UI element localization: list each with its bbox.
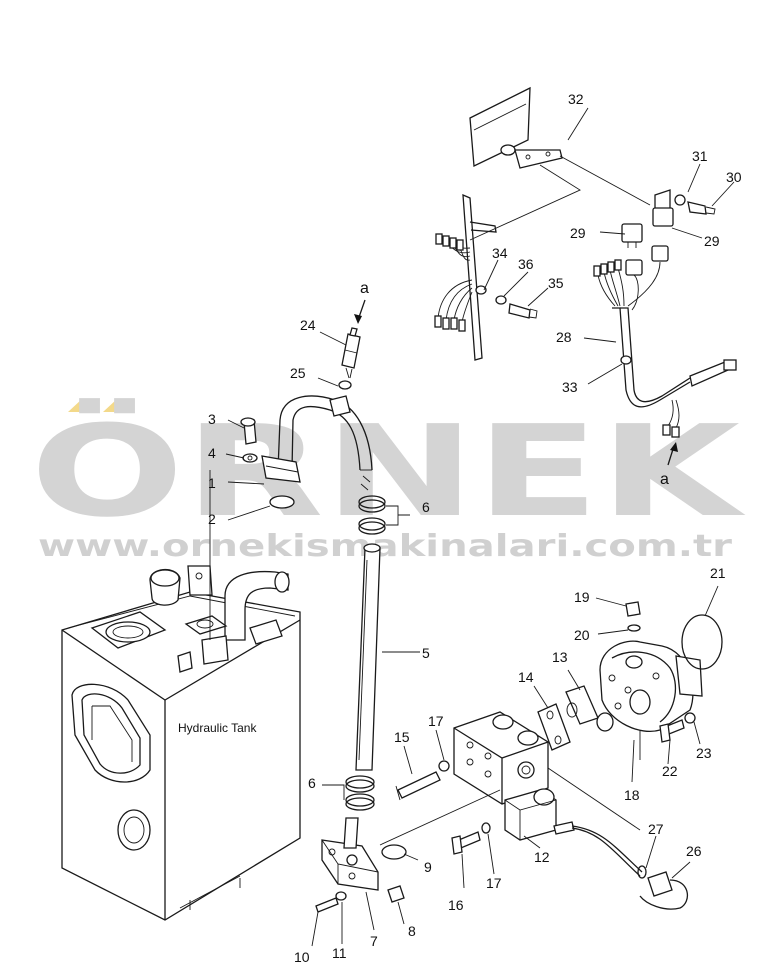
callout-16: 16 <box>448 897 464 913</box>
flange-block-7 <box>315 817 405 913</box>
tank-fittings <box>209 417 295 640</box>
callout-6-lower: 6 <box>308 775 316 791</box>
callout-13: 13 <box>552 649 568 665</box>
pressure-sensor-26 <box>553 821 689 910</box>
callout-35: 35 <box>548 275 564 291</box>
valve-fasteners <box>381 760 491 860</box>
callout-2: 2 <box>208 511 216 527</box>
upper-hose <box>261 395 373 491</box>
watermark-url: www.ornekismakinalari.com.tr <box>38 529 732 564</box>
callout-36: 36 <box>518 256 534 272</box>
wire-harness-secondary <box>593 259 737 438</box>
hose-clamps-lower <box>345 775 375 811</box>
callout-11: 11 <box>332 945 347 961</box>
watermark-brand: ÖRNEK <box>30 397 746 545</box>
suction-hose-5 <box>355 543 381 771</box>
watermark-accent-right <box>103 399 130 412</box>
wire-harness-main <box>434 193 538 361</box>
watermark: ÖRNEK www.ornekismakinalari.com.tr <box>30 397 746 564</box>
leader-lines <box>225 107 735 947</box>
callout-6-upper: 6 <box>422 499 430 515</box>
ref-label-top: a <box>360 280 369 297</box>
callout-4: 4 <box>208 445 216 461</box>
callout-5: 5 <box>422 645 430 661</box>
callout-10: 10 <box>294 949 310 965</box>
callout-17-lower: 17 <box>486 875 502 891</box>
reference-a-bottom: a <box>660 442 678 488</box>
ref-label-bottom: a <box>660 471 669 488</box>
callout-8: 8 <box>408 923 416 939</box>
tank-label: Hydraulic Tank <box>178 721 257 735</box>
hydraulic-pump-18 <box>599 601 723 760</box>
valve-block-12 <box>379 711 641 846</box>
callout-31: 31 <box>692 148 708 164</box>
callout-12: 12 <box>534 849 550 865</box>
pressure-switch-24 <box>338 327 361 390</box>
callout-32: 32 <box>568 91 584 107</box>
callout-22: 22 <box>662 763 678 779</box>
callout-7: 7 <box>370 933 378 949</box>
callout-21: 21 <box>710 565 726 581</box>
callout-15: 15 <box>394 729 410 745</box>
relay-bracket-and-relays <box>621 189 716 276</box>
callout-29-left: 29 <box>570 225 586 241</box>
callout-28: 28 <box>556 329 572 345</box>
callout-18: 18 <box>624 787 640 803</box>
callout-27: 27 <box>648 821 664 837</box>
callout-9: 9 <box>424 859 432 875</box>
callout-29-right: 29 <box>704 233 720 249</box>
callout-24: 24 <box>300 317 316 333</box>
callouts: 32 31 30 29 29 34 36 35 28 33 24 25 3 4 … <box>208 91 742 965</box>
hose-clamps-upper <box>358 495 386 535</box>
callout-33: 33 <box>562 379 578 395</box>
hydraulic-tank: Hydraulic Tank <box>61 565 301 921</box>
callout-26: 26 <box>686 843 702 859</box>
reference-a-top: a <box>354 280 369 324</box>
callout-1: 1 <box>208 475 216 491</box>
callout-17-upper: 17 <box>428 713 444 729</box>
callout-3: 3 <box>208 411 216 427</box>
callout-19: 19 <box>574 589 590 605</box>
callout-20: 20 <box>574 627 590 643</box>
callout-30: 30 <box>726 169 742 185</box>
switch-plate-assembly <box>469 86 651 241</box>
callout-25: 25 <box>290 365 306 381</box>
gaskets-13-14 <box>537 685 614 751</box>
watermark-accent-left <box>68 399 95 412</box>
callout-34: 34 <box>492 245 508 261</box>
callout-23: 23 <box>696 745 712 761</box>
callout-14: 14 <box>518 669 534 685</box>
